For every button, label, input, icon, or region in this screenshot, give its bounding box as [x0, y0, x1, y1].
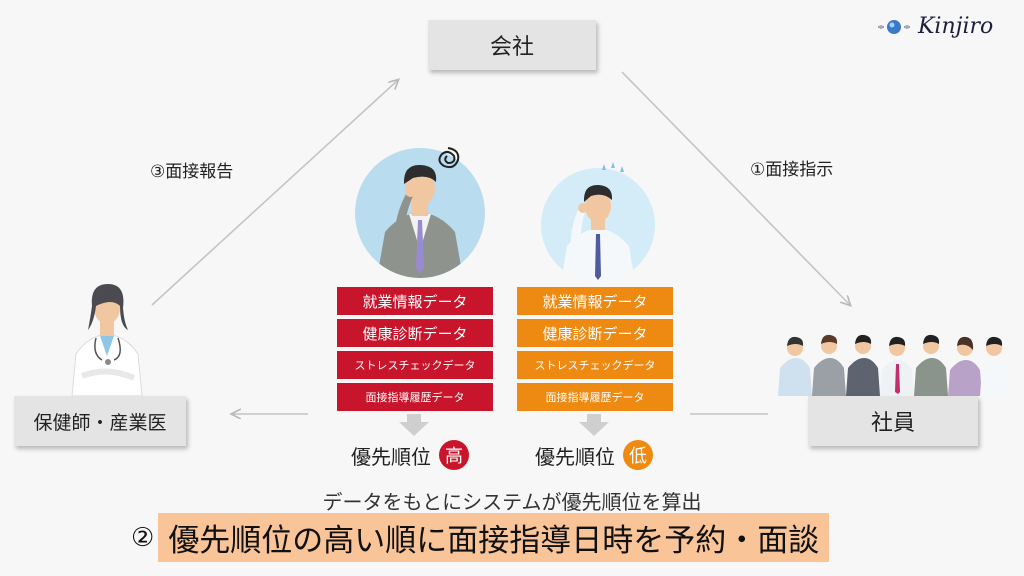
data-item-stress-check: ストレスチェックデータ	[337, 351, 493, 379]
step1-label: ①面接指示	[750, 160, 834, 180]
data-item-work-info: 就業情報データ	[517, 287, 673, 315]
data-item-stress-check: ストレスチェックデータ	[517, 351, 673, 379]
high-priority-data-list: 就業情報データ 健康診断データ ストレスチェックデータ 面接指導履歴データ	[337, 287, 493, 415]
worried-employee-avatar	[541, 168, 655, 282]
stressed-employee-icon	[377, 164, 463, 278]
data-item-interview-history: 面接指導履歴データ	[517, 383, 673, 411]
health-staff-label: 保健師・産業医	[33, 411, 167, 434]
priority-label: 優先順位	[351, 444, 431, 469]
company-label: 会社	[489, 35, 534, 60]
health-staff-box: 保健師・産業医	[14, 396, 186, 446]
stressed-employee-avatar	[355, 148, 485, 278]
employees-label: 社員	[870, 411, 915, 436]
employee-group-icon	[778, 334, 1008, 396]
down-arrow-icon	[579, 414, 609, 436]
nurse-icon	[71, 284, 143, 396]
step2-number: ②	[131, 522, 155, 553]
headline: ② 優先順位の高い順に面接指導日時を予約・面談	[131, 513, 830, 562]
logo-text: Kinjiro	[918, 14, 994, 39]
priority-high: 優先順位 高	[351, 440, 469, 470]
priority-label: 優先順位	[535, 444, 615, 469]
data-item-health-check: 健康診断データ	[337, 319, 493, 347]
arrow-health-to-company	[151, 80, 398, 306]
headline-text: 優先順位の高い順に面接指導日時を予約・面談	[158, 513, 830, 562]
company-box: 会社	[428, 20, 596, 70]
priority-low-badge: 低	[623, 440, 653, 470]
worried-employee-icon	[561, 184, 635, 282]
sweat-drops-icon	[602, 162, 624, 172]
data-item-interview-history: 面接指導履歴データ	[337, 383, 493, 411]
down-arrow-icon	[399, 414, 429, 436]
logo-globe-icon	[878, 19, 910, 34]
step3-label: ③面接報告	[150, 162, 234, 182]
priority-high-badge: 高	[439, 440, 469, 470]
data-item-health-check: 健康診断データ	[517, 319, 673, 347]
kinjiro-logo: Kinjiro	[876, 14, 993, 39]
stress-scribble-icon	[438, 147, 460, 169]
low-priority-data-list: 就業情報データ 健康診断データ ストレスチェックデータ 面接指導履歴データ	[517, 287, 673, 415]
data-item-work-info: 就業情報データ	[337, 287, 493, 315]
employees-box: 社員	[808, 396, 978, 446]
priority-low: 優先順位 低	[535, 440, 653, 470]
arrow-company-to-employees	[621, 71, 850, 305]
system-caption: データをもとにシステムが優先順位を算出	[322, 490, 702, 514]
